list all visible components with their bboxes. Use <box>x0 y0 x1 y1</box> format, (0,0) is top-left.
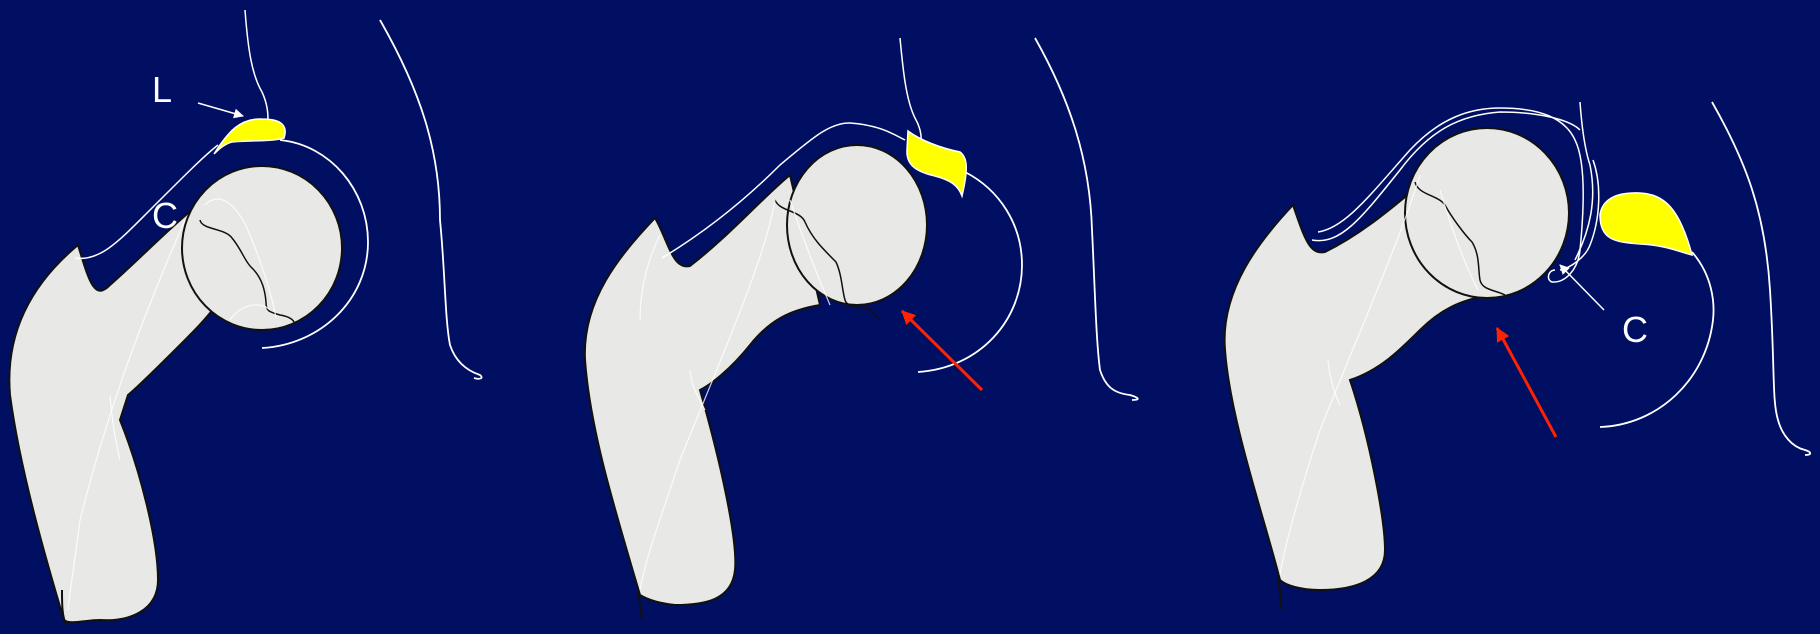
label-capsule-1: C <box>152 195 178 236</box>
femur-bone-2 <box>585 145 927 605</box>
capsule-pointer-arrow <box>1560 265 1604 310</box>
red-arrow-2 <box>902 311 982 390</box>
panel-2 <box>585 38 1138 620</box>
labrum-3 <box>1600 193 1692 255</box>
label-labrum: L <box>152 69 172 110</box>
label-capsule-3: C <box>1622 309 1648 350</box>
panel-1: L C <box>9 10 481 625</box>
labrum-pointer-arrow <box>198 103 243 116</box>
femur-bone-3 <box>1225 128 1569 590</box>
red-arrow-3 <box>1497 328 1556 437</box>
labrum-1 <box>214 119 285 154</box>
panel-3: C <box>1225 102 1811 610</box>
